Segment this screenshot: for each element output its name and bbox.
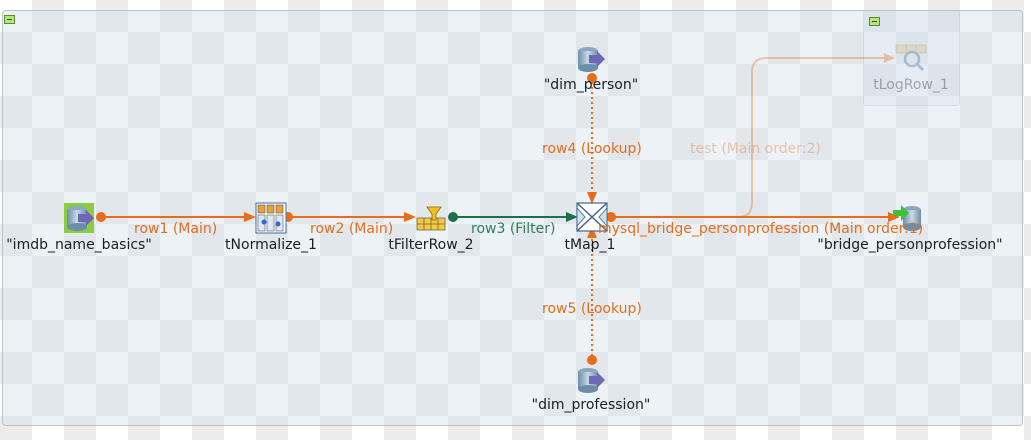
- normalize-icon[interactable]: [255, 202, 287, 234]
- log-subjob-collapse-button[interactable]: [869, 17, 880, 26]
- database-input-icon[interactable]: [64, 203, 94, 233]
- component-label-tnormalize[interactable]: tNormalize_1: [225, 237, 317, 253]
- link-label-row1[interactable]: row1 (Main): [134, 221, 218, 237]
- database-input-icon[interactable]: [578, 368, 605, 393]
- link-row3[interactable]: [448, 212, 578, 222]
- component-label-bridge-personprofession[interactable]: "bridge_personprofession": [817, 237, 1003, 253]
- log-row-icon[interactable]: [895, 44, 927, 72]
- component-label-tmap[interactable]: tMap_1: [564, 237, 616, 253]
- link-test[interactable]: [722, 53, 895, 218]
- component-label-dim-person[interactable]: "dim_person": [543, 77, 639, 93]
- link-label-row4[interactable]: row4 (Lookup): [542, 141, 642, 157]
- link-mysql-bridge[interactable]: [606, 212, 900, 222]
- component-label-tlogrow[interactable]: tLogRow_1: [873, 77, 949, 93]
- database-input-icon[interactable]: [578, 47, 605, 72]
- link-label-row3[interactable]: row3 (Filter): [471, 221, 556, 237]
- link-row1[interactable]: [96, 212, 256, 222]
- link-label-row2[interactable]: row2 (Main): [310, 221, 394, 237]
- filter-funnel-icon[interactable]: [416, 206, 446, 231]
- subjob-collapse-button[interactable]: [4, 15, 15, 24]
- link-row5-lookup[interactable]: [587, 226, 597, 365]
- link-row4-lookup[interactable]: [587, 73, 597, 204]
- database-output-icon[interactable]: [893, 205, 921, 231]
- map-cross-icon[interactable]: [576, 202, 608, 232]
- component-label-dim-profession[interactable]: "dim_profession": [531, 397, 651, 413]
- component-label-imdb-name-basics[interactable]: "imdb_name_basics": [6, 237, 152, 253]
- link-label-mysql-bridge[interactable]: mysql_bridge_personprofession (Main orde…: [598, 221, 924, 237]
- link-label-test[interactable]: test (Main order:2): [690, 141, 821, 157]
- component-label-tfilterrow[interactable]: tFilterRow_2: [388, 237, 474, 253]
- deactivated-subjob-panel[interactable]: [863, 10, 960, 106]
- link-label-row5[interactable]: row5 (Lookup): [542, 301, 642, 317]
